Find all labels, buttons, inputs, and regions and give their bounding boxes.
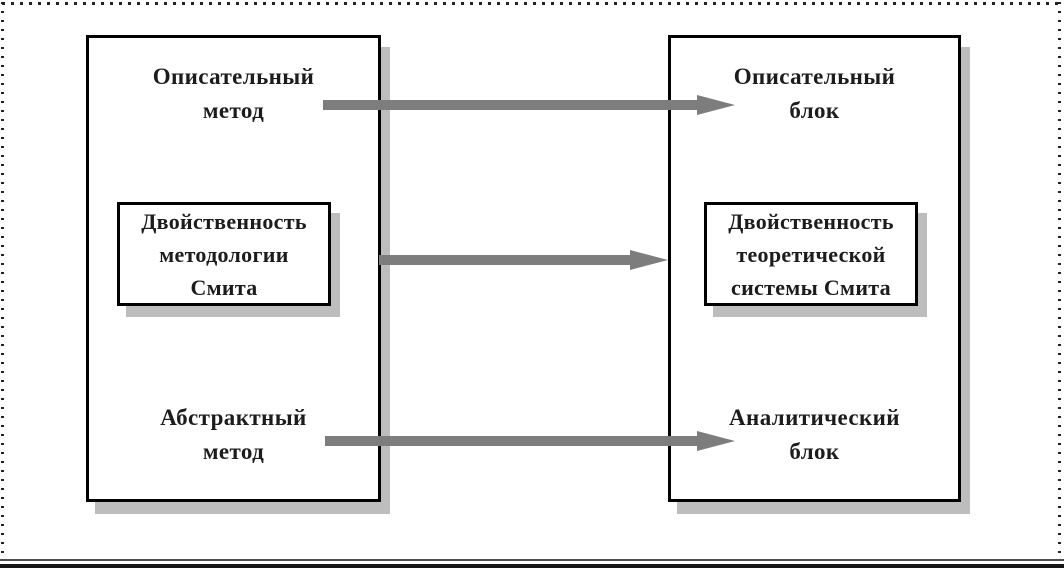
right-blocks-box: Описательный блок Двойственность теорети… [668,35,961,502]
left-methods-box: Описательный метод Двойственность методо… [86,35,381,502]
descriptive-method-line2: метод [202,98,265,123]
dotted-border-right [1058,2,1061,557]
descriptive-block-line1: Описательный [733,64,896,89]
abstract-method-line2: метод [202,439,265,464]
abstract-method-label: Абстрактный метод [89,401,378,469]
analytical-block-line1: Аналитический [729,405,900,430]
smith-theory-duality-box: Двойственность теоретической системы Сми… [704,202,918,306]
theory-duality-line2: теоретической [736,241,886,267]
dotted-border-left [1,2,4,557]
theory-duality-line3: системы Смита [731,274,891,300]
methodology-duality-line1: Двойственность [141,208,307,234]
analytical-block-line2: блок [789,439,840,464]
bottom-rule-thick [0,564,1064,568]
methodology-duality-line2: методологии [159,241,289,267]
analytical-block-label: Аналитический блок [671,401,958,469]
descriptive-method-line1: Описательный [152,64,315,89]
abstract-method-line1: Абстрактный [160,405,307,430]
descriptive-method-label: Описательный метод [89,60,378,128]
descriptive-block-label: Описательный блок [671,60,958,128]
arrow-middle [379,250,668,270]
methodology-duality-line3: Смита [190,274,258,300]
bottom-rule-thin [0,559,1064,561]
smith-methodology-duality-box: Двойственность методологии Смита [117,202,331,306]
descriptive-block-line2: блок [789,98,840,123]
dotted-border-top [2,2,1062,5]
theory-duality-line1: Двойственность [728,208,894,234]
